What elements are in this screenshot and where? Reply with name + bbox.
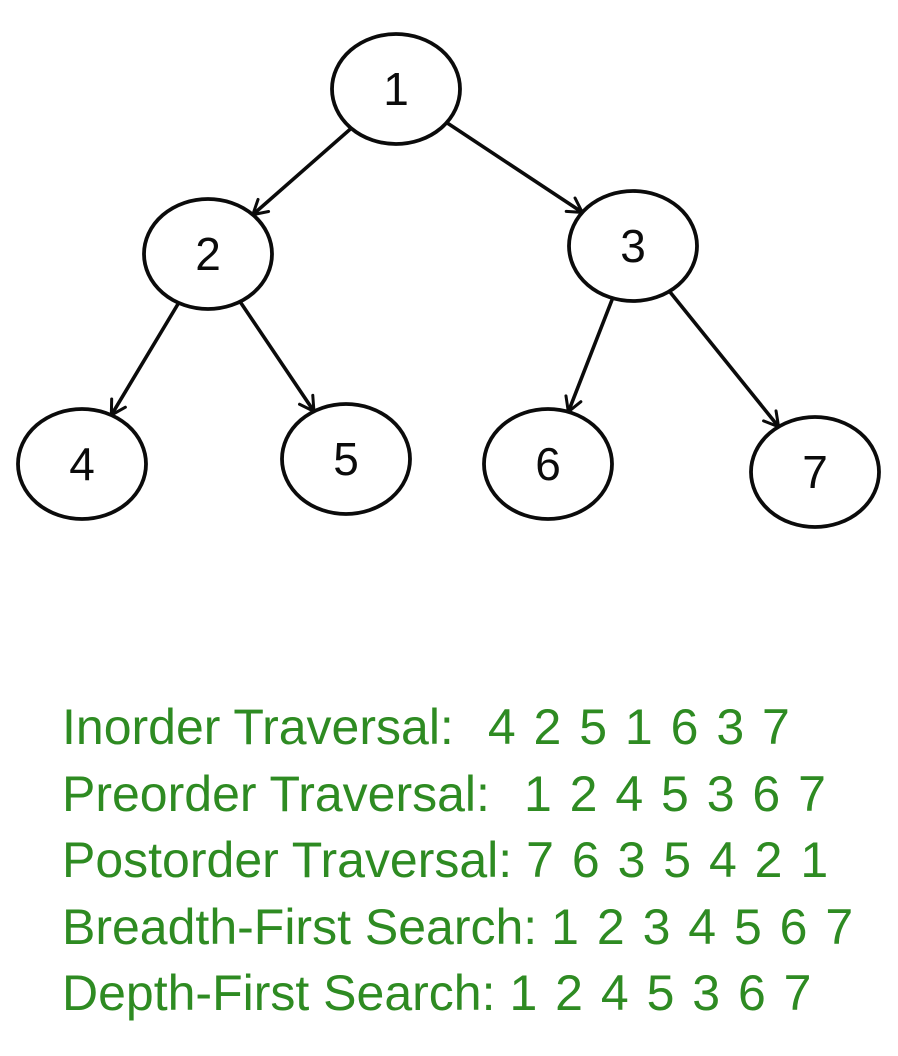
traversal-row: Preorder Traversal: 1 2 4 5 3 6 7	[62, 761, 855, 828]
traversal-label: Breadth-First Search:	[62, 898, 538, 955]
traversal-label: Inorder Traversal:	[62, 699, 454, 755]
tree-node-circle	[142, 197, 274, 311]
tree-node-7: 7	[749, 415, 881, 529]
traversal-sequence: 1 2 4 5 3 6 7	[509, 965, 814, 1021]
tree-node-circle	[749, 415, 881, 529]
traversal-sequence: 1 2 4 5 3 6 7	[523, 765, 828, 822]
tree-node-circle	[482, 407, 614, 521]
traversal-sequence: 4 2 5 1 6 3 7	[487, 699, 792, 755]
traversal-label: Postorder Traversal:	[62, 832, 513, 888]
tree-node-circle	[567, 189, 699, 303]
tree-edge-2-4	[109, 301, 181, 418]
tree-node-label: 1	[383, 63, 409, 115]
tree-edge-3-7	[668, 290, 781, 430]
tree-node-label: 3	[620, 220, 646, 272]
traversal-sequence: 7 6 3 5 4 2 1	[526, 832, 831, 888]
tree-node-label: 2	[195, 228, 221, 280]
tree-edge-1-3	[445, 121, 585, 215]
tree-node-label: 7	[802, 446, 828, 498]
tree-node-circle	[330, 32, 462, 146]
tree-node-label: 4	[69, 438, 95, 490]
traversal-row: Inorder Traversal: 4 2 5 1 6 3 7	[62, 694, 855, 761]
traversal-row: Depth-First Search:1 2 4 5 3 6 7	[62, 960, 855, 1027]
tree-edge-1-2	[250, 126, 353, 217]
traversal-label: Depth-First Search:	[62, 965, 496, 1021]
traversal-sequence: 1 2 3 4 5 6 7	[551, 898, 856, 955]
tree-node-5: 5	[280, 402, 412, 516]
tree-node-label: 5	[333, 433, 359, 485]
tree-node-circle	[280, 402, 412, 516]
tree-edge-3-6	[564, 297, 615, 415]
traversal-row: Postorder Traversal:7 6 3 5 4 2 1	[62, 827, 855, 894]
tree-node-2: 2	[142, 197, 274, 311]
tree-node-circle	[16, 407, 148, 521]
traversal-list: Inorder Traversal: 4 2 5 1 6 3 7 Preorder …	[62, 694, 855, 1027]
tree-node-1: 1	[330, 32, 462, 146]
traversal-row: Breadth-First Search:1 2 3 4 5 6 7	[62, 894, 855, 961]
tree-edge-2-5	[238, 300, 316, 414]
tree-node-3: 3	[567, 189, 699, 303]
traversal-label: Preorder Traversal:	[62, 765, 490, 822]
tree-node-6: 6	[482, 407, 614, 521]
tree-node-label: 6	[535, 438, 561, 490]
tree-node-4: 4	[16, 407, 148, 521]
binary-tree-diagram: 1 2 3 4 5 6 7	[16, 32, 881, 529]
